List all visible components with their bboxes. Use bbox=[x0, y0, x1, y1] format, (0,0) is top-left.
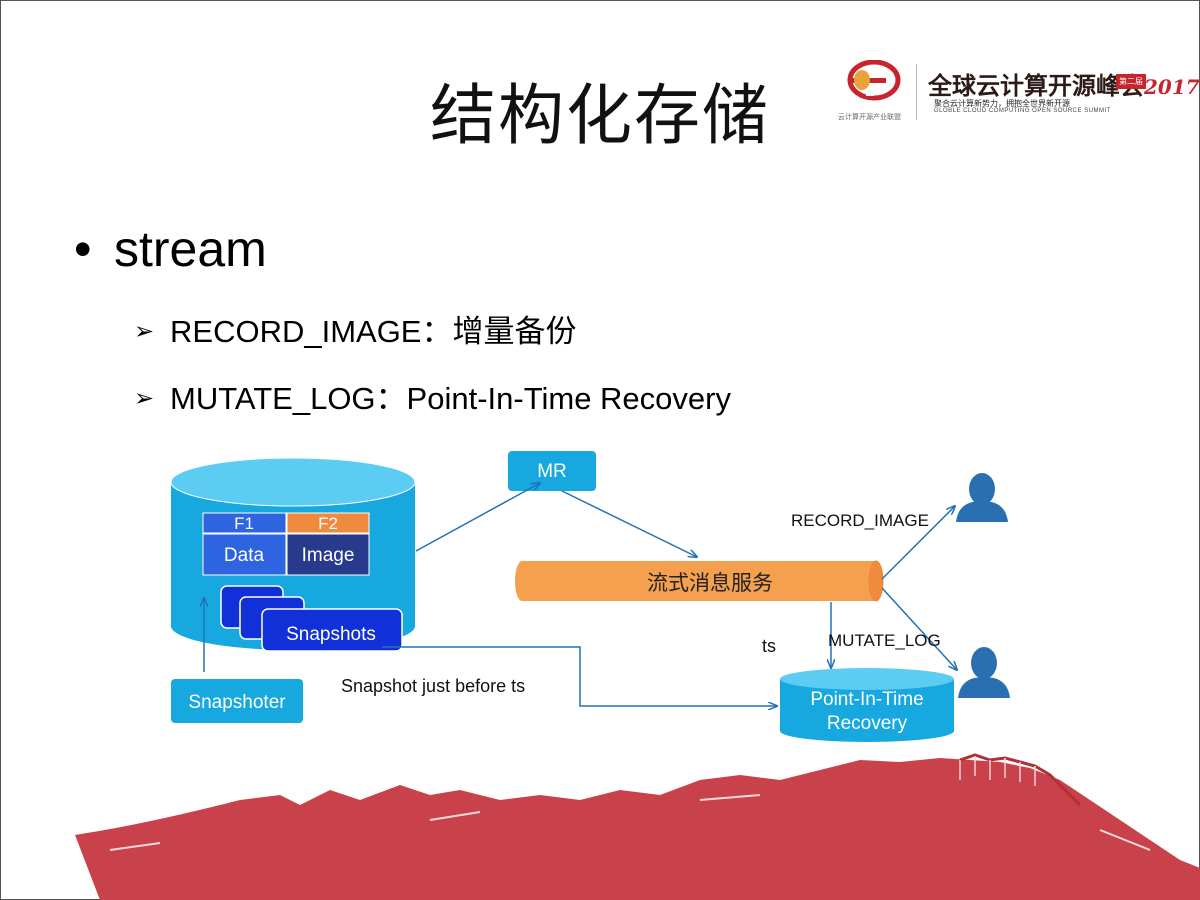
mr-label: MR bbox=[537, 461, 567, 482]
sub-bullet-mutate-log: ➢ MUTATE_LOG：Point-In-Time Recovery bbox=[134, 373, 731, 418]
recovery-label-line2: Recovery bbox=[827, 713, 908, 734]
mountain-highlights bbox=[109, 794, 1151, 851]
summit-badge: 第二届 bbox=[1116, 74, 1146, 89]
mountain-shape bbox=[75, 758, 1200, 900]
wall-battlements bbox=[959, 756, 1036, 786]
sub-bullet-record-image: ➢ RECORD_IMAGE：增量备份 bbox=[134, 306, 576, 351]
snapshoter-box bbox=[171, 679, 303, 723]
stream-service-pipe: 流式消息服务 bbox=[515, 560, 884, 602]
summit-name: 全球云计算开源峰会2017 bbox=[928, 66, 1200, 101]
record-image-label: RECORD_IMAGE bbox=[791, 511, 929, 530]
pipe-body bbox=[515, 561, 883, 601]
db-to-mr-arrow bbox=[415, 483, 540, 552]
snapshots-label: Snapshots bbox=[286, 624, 376, 645]
f2-label: F2 bbox=[318, 514, 338, 533]
arrow-bullet-icon: ➢ bbox=[134, 385, 155, 412]
mutate-log-label: MUTATE_LOG bbox=[828, 631, 941, 650]
f2-header bbox=[286, 512, 370, 534]
column-table: F1 F2 Data Image bbox=[202, 512, 370, 576]
data-cell bbox=[202, 533, 287, 576]
summit-year: 2017 bbox=[1144, 75, 1200, 99]
user-icon bbox=[956, 473, 1008, 522]
page-title: 结构化存储 bbox=[430, 77, 770, 154]
pipe-end bbox=[868, 560, 884, 602]
summit-logo: 云计算开源产业联盟 全球云计算开源峰会2017 第二届 聚合云计算新势力，拥抱全… bbox=[838, 60, 1200, 126]
snapshoter-label: Snapshoter bbox=[188, 692, 286, 713]
point-in-time-recovery-cylinder: Point-In-Time Recovery bbox=[780, 668, 954, 742]
image-cell bbox=[286, 533, 370, 576]
snapshot-before-ts-label: Snapshot just before ts bbox=[341, 676, 525, 696]
great-wall-decoration bbox=[75, 753, 1200, 900]
stream-service-label: 流式消息服务 bbox=[647, 572, 773, 595]
snapshot-card-front bbox=[261, 608, 403, 652]
bullet-stream: • stream bbox=[74, 220, 267, 278]
bullet-text: stream bbox=[114, 221, 267, 277]
recovery-body bbox=[780, 679, 954, 742]
summit-subtitle: 聚合云计算新势力，拥抱全世界新开源 bbox=[934, 99, 1070, 108]
sub-bullet-text: RECORD_IMAGE：增量备份 bbox=[170, 314, 577, 349]
mutate-log-arrow bbox=[881, 587, 957, 670]
bullet-marker: • bbox=[74, 221, 92, 277]
ts-label: ts bbox=[762, 636, 776, 656]
summit-name-text: 全球云计算开源峰会 bbox=[928, 71, 1144, 100]
recovery-top bbox=[780, 668, 954, 690]
f1-header bbox=[202, 512, 287, 534]
arrow-bullet-icon: ➢ bbox=[134, 318, 155, 345]
alliance-logo-icon bbox=[847, 60, 901, 101]
cylinder-top bbox=[170, 457, 416, 507]
data-label: Data bbox=[224, 545, 265, 566]
image-label: Image bbox=[302, 545, 355, 566]
mr-box bbox=[508, 451, 596, 491]
mr-to-stream-arrow bbox=[561, 490, 697, 557]
snapshots-stack: Snapshots bbox=[220, 585, 403, 652]
logo-divider bbox=[916, 64, 917, 120]
sub-bullet-text: MUTATE_LOG：Point-In-Time Recovery bbox=[170, 381, 731, 416]
snapshot-to-recovery-arrow bbox=[382, 646, 777, 706]
user-icon bbox=[958, 647, 1010, 698]
alliance-caption: 云计算开源产业联盟 bbox=[838, 114, 901, 121]
recovery-label-line1: Point-In-Time bbox=[810, 689, 923, 710]
record-image-arrow bbox=[881, 506, 955, 580]
summit-subtitle-en: GLOBLE CLOUD COMPUTING OPEN SOURCE SUMMI… bbox=[934, 108, 1111, 114]
f1-label: F1 bbox=[234, 514, 254, 533]
